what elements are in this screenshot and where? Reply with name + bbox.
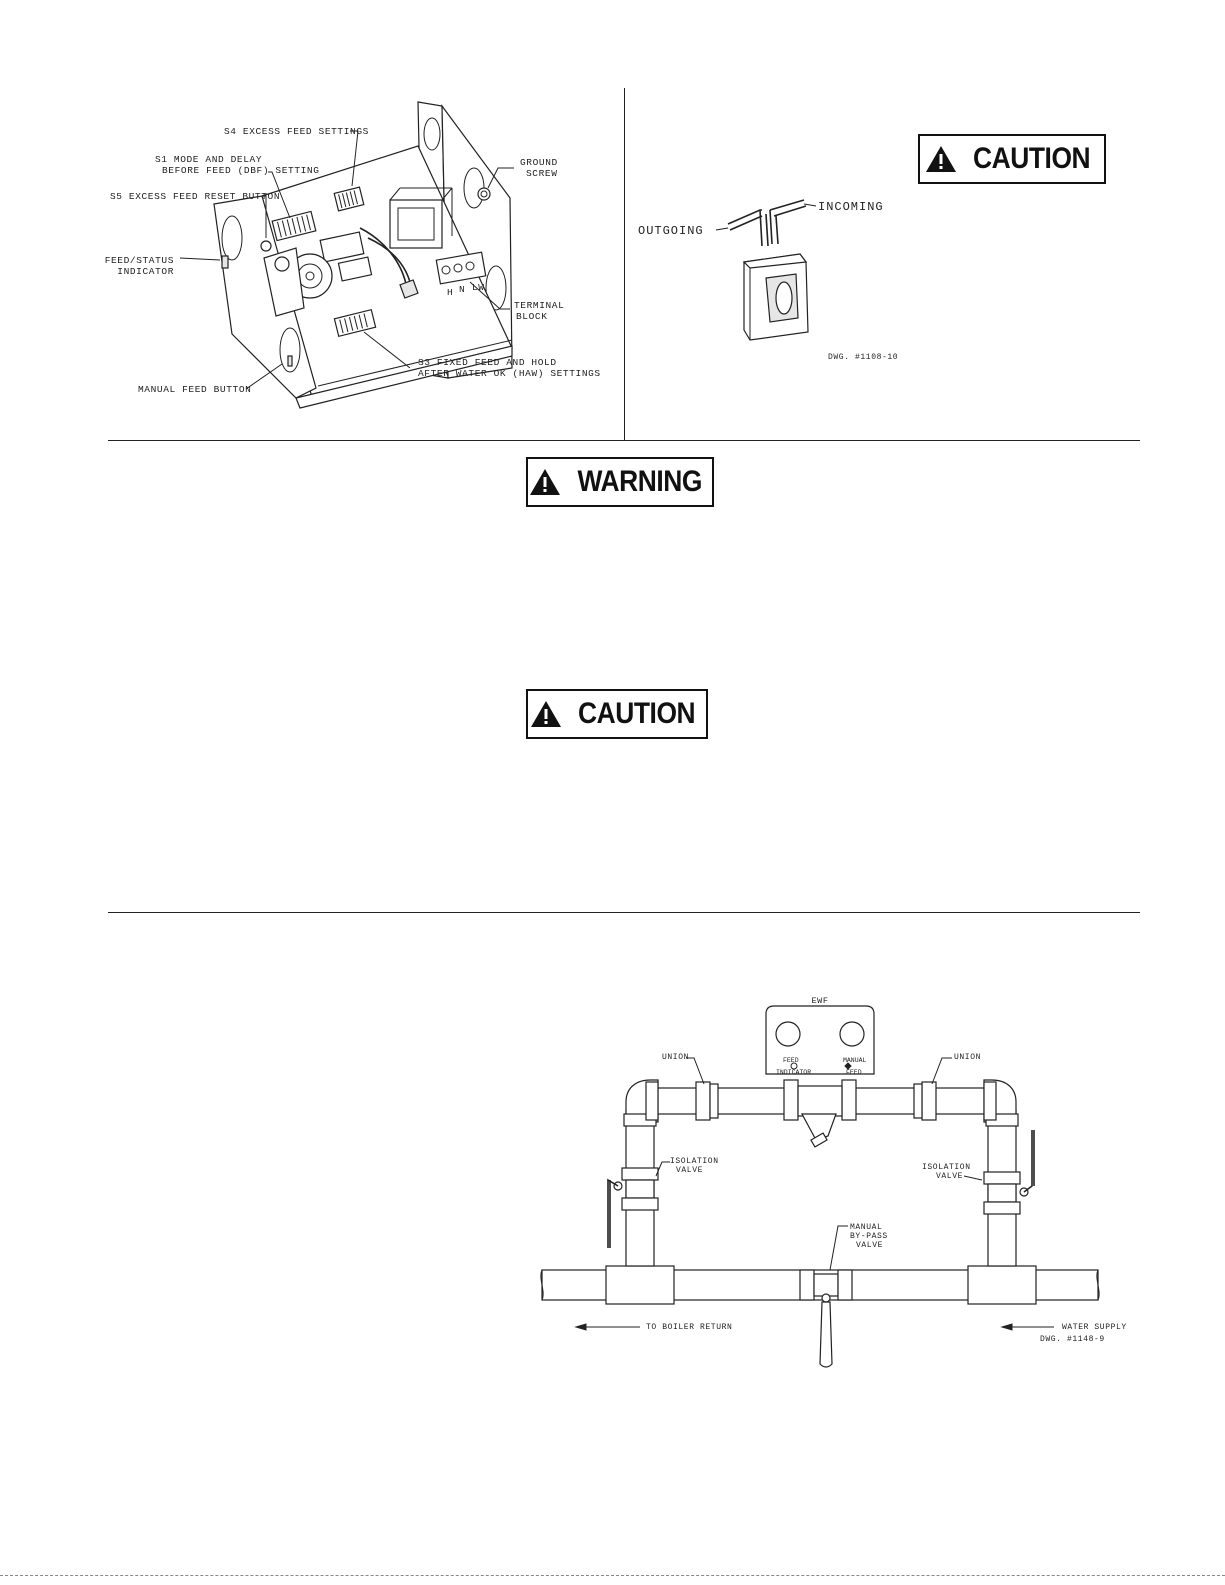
isolation-left-line2: VALVE — [676, 1166, 704, 1175]
terminal-lw: LW — [472, 282, 485, 293]
feed-status-label-line2: INDICATOR — [117, 266, 174, 277]
terminal-label-line1: TERMINAL — [514, 300, 565, 311]
feed-status-label-line1: FEED/STATUS — [104, 255, 174, 266]
warning-triangle-icon — [530, 469, 561, 495]
bypass-line1: MANUAL — [850, 1223, 883, 1232]
isolation-right-line2: VALVE — [936, 1172, 964, 1181]
sensor-wiring-drawing — [715, 199, 817, 341]
top-section-rule — [108, 440, 1140, 441]
terminal-h: H — [447, 287, 454, 298]
s5-label: S5 EXCESS FEED RESET BUTTON — [110, 191, 281, 202]
fig2-dwg-number: DWG. #1108-10 — [828, 353, 899, 362]
caution-sign-top: CAUTION — [918, 134, 1106, 184]
manual-feed-line1: MANUAL — [843, 1057, 867, 1064]
warning-word: WARNING — [577, 465, 703, 498]
control-box-drawing — [179, 101, 514, 409]
water-supply-label: WATER SUPPLY — [1062, 1323, 1127, 1332]
terminal-n: N — [459, 284, 466, 295]
isolation-right-line1: ISOLATION — [922, 1163, 971, 1172]
s1-label-line1: S1 MODE AND DELAY — [155, 154, 263, 165]
middle-section-rule — [108, 912, 1140, 913]
warning-triangle-icon — [531, 701, 562, 727]
bypass-line2: BY-PASS — [850, 1232, 888, 1241]
feed-indicator-line1: FEED — [783, 1057, 799, 1064]
boiler-return-label: TO BOILER RETURN — [646, 1323, 733, 1332]
top-column-divider — [624, 88, 625, 440]
outgoing-label: OUTGOING — [638, 224, 704, 238]
isolation-left-line1: ISOLATION — [670, 1157, 719, 1166]
bypass-line3: VALVE — [856, 1241, 884, 1250]
feed-indicator-line2: INDICATOR — [776, 1069, 812, 1076]
caution-word-top: CAUTION — [973, 142, 1091, 175]
s4-label: S4 EXCESS FEED SETTINGS — [224, 126, 369, 137]
terminal-label-line2: BLOCK — [516, 311, 548, 322]
caution-word-middle: CAUTION — [578, 697, 696, 730]
s3-label-line1: S3 FIXED FEED AND HOLD — [418, 357, 557, 368]
union-label-left: UNION — [662, 1053, 690, 1062]
ground-label-line2: SCREW — [526, 168, 558, 179]
ewf-label: EWF — [811, 996, 829, 1006]
page-bottom-edge — [0, 1575, 1225, 1576]
warning-triangle-icon — [926, 146, 957, 172]
warning-sign: WARNING — [526, 457, 714, 507]
incoming-label: INCOMING — [818, 200, 884, 214]
s3-label-line2: AFTER WATER OK (HAW) SETTINGS — [418, 368, 601, 379]
s1-label-line2: BEFORE FEED (DBF) SETTING — [162, 165, 320, 176]
manual-feed-label: MANUAL FEED BUTTON — [138, 384, 252, 395]
union-label-right: UNION — [954, 1053, 982, 1062]
manual-feed-line2: FEED — [846, 1069, 862, 1076]
fig3-dwg-number: DWG. #1148-9 — [1040, 1335, 1105, 1344]
piping-diagram — [540, 1005, 1100, 1368]
ground-label-line1: GROUND — [520, 157, 558, 168]
caution-sign-middle: CAUTION — [526, 689, 708, 739]
